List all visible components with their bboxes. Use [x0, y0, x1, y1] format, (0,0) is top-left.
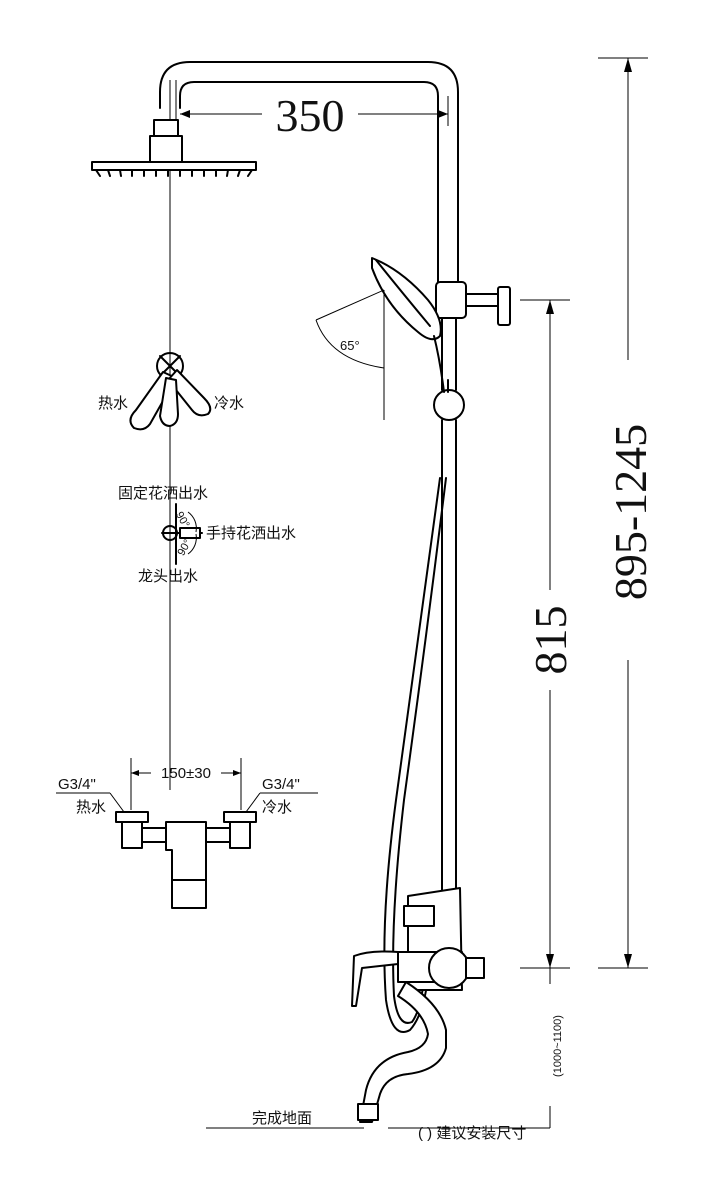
suggested-install-dimension [388, 968, 551, 1129]
label-inlet-hot: 热水 [76, 799, 106, 816]
label-inlet-cold: 冷水 [262, 799, 292, 816]
label-angle-90-b: 90° [175, 538, 194, 558]
hand-shower-holder [433, 281, 511, 421]
label-fixed-shower-outlet: 固定花洒出水 [118, 485, 208, 502]
shower-hose-inner [392, 477, 447, 1024]
overhead-shower-head [91, 119, 257, 177]
leader-thread-left-2 [109, 792, 125, 813]
total-height-dimension [598, 57, 648, 969]
angle-indicator [315, 289, 385, 420]
label-suggested-note: ( ) 建议安装尺寸 [418, 1125, 526, 1142]
label-floor: 完成地面 [252, 1110, 312, 1127]
hand-shower [371, 257, 445, 393]
label-hand-shower-outlet: 手持花洒出水 [206, 525, 296, 542]
label-thread-left: G3/4" [58, 776, 96, 793]
label-cold-water: 冷水 [214, 395, 244, 412]
mixer-side-view [351, 887, 485, 1123]
inlet-spacing-value: 150±30 [161, 765, 211, 782]
mixer-body-front-view [115, 811, 257, 909]
mixer-height-value: 815 [525, 606, 576, 675]
head-reach-dimension [180, 96, 449, 126]
label-hot-water: 热水 [98, 395, 128, 412]
label-thread-right: G3/4" [262, 776, 300, 793]
shower-angle-value: 65° [340, 338, 360, 353]
mixer-height-dimension [520, 299, 570, 969]
total-height-value: 895-1245 [605, 424, 656, 600]
label-spout-outlet: 龙头出水 [138, 568, 198, 585]
suggested-install-value: (1000~1100) [552, 1015, 564, 1077]
diverter-selector [161, 503, 203, 565]
leader-thread-right-2 [245, 792, 261, 813]
mixer-handle-top-view [129, 352, 212, 431]
head-reach-value: 350 [276, 90, 345, 141]
inlet-spacing-dimension [130, 758, 242, 810]
shower-hose [383, 477, 441, 1033]
